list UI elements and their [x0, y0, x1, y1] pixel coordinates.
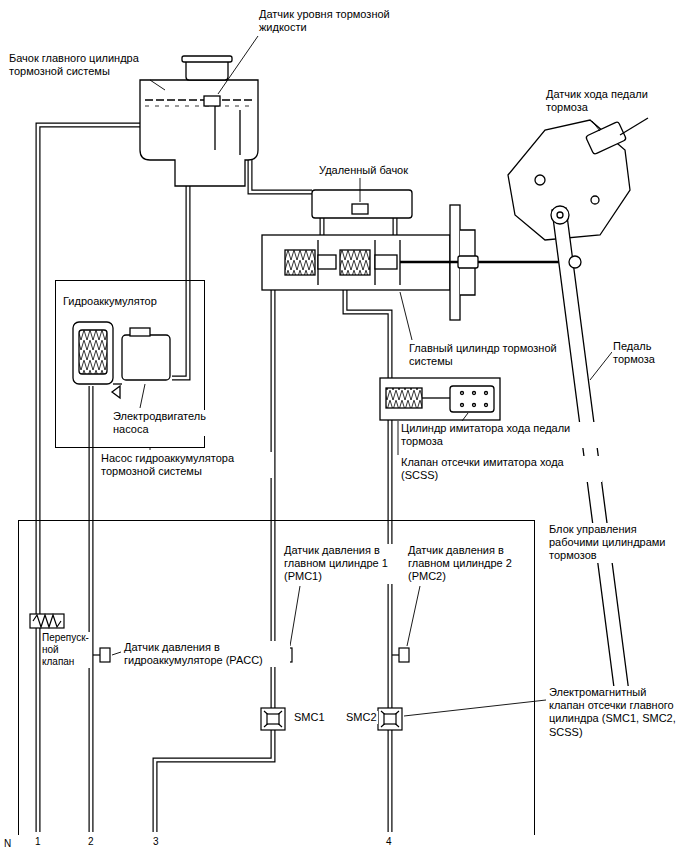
part-label: Клапан отсечки имитатора хода (SCSS) [400, 456, 602, 482]
figure-code: N [3, 838, 12, 850]
sensor-label: Датчик давления в главном цилиндре 2 (PM… [407, 544, 521, 584]
port-number: 2 [87, 836, 95, 848]
valve-label: Перепуск- ной клапан [41, 632, 91, 668]
pipe-bore [38, 125, 395, 832]
sensor-label: Датчик давления в главном цилиндре 1 (PM… [283, 544, 397, 584]
part-label: Цилиндр имитатора хода педали тормоза [400, 422, 602, 448]
part-label: Педаль тормоза [612, 340, 688, 366]
part-label: Электродвигатель насоса [112, 410, 206, 436]
pipe-connector [91, 448, 92, 520]
part-label: Главный цилиндр тормозной системы [408, 342, 560, 368]
part-label: Насос гидроаккумулятора тормозной систем… [100, 452, 272, 478]
pipe-outline [38, 125, 395, 832]
box-heading: Гидроаккумулятор [63, 295, 204, 308]
port-number: 3 [152, 836, 160, 848]
leader-line [112, 36, 612, 716]
part-label: Датчик уровня тормозной жидкости [258, 8, 395, 34]
part-label: Датчик хода педали тормоза [545, 88, 672, 114]
part-label: Электромагнитный клапан отсечки главного… [548, 686, 685, 739]
solenoid-valve [261, 708, 402, 730]
part-label: Бачок главного цилиндра тормозной систем… [8, 52, 180, 78]
port-number: 4 [385, 836, 393, 848]
port-number: 1 [34, 836, 42, 848]
accumulator-pump [73, 322, 170, 398]
sensor-label: Датчик давления в гидроаккумуляторе (PAC… [123, 641, 290, 667]
part-label: Удаленный бачок [318, 164, 430, 177]
remote-reservoir [312, 190, 412, 218]
bypass-valve [30, 614, 64, 628]
box-heading: Блок управления рабочими цилиндрами торм… [549, 523, 684, 563]
valve-name: SMC2 [345, 711, 378, 724]
stroke-simulator [380, 378, 500, 420]
valve-name: SMC1 [293, 711, 326, 724]
